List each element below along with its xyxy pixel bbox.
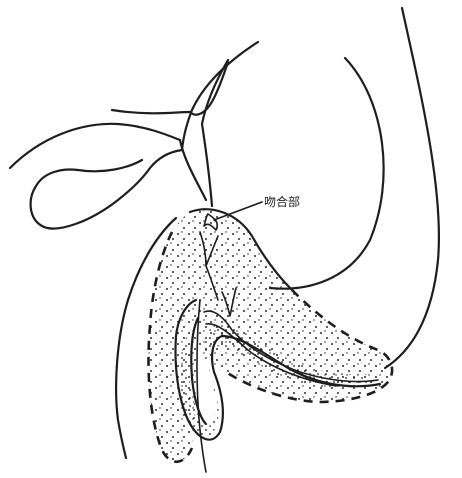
anastomosis-label: 吻合部: [264, 194, 300, 209]
right-hepatic-duct: [182, 42, 258, 150]
left-hepatic-duct: [10, 124, 180, 168]
common-duct-left-wall: [180, 140, 206, 200]
stomach-greater-curvature: [385, 8, 439, 368]
duct-upper-branch: [112, 110, 190, 113]
stippled-segment-fill: [149, 209, 393, 461]
gallbladder-outline: [31, 150, 182, 228]
right-duct-inner: [202, 60, 228, 124]
stomach-outline: [270, 58, 384, 289]
